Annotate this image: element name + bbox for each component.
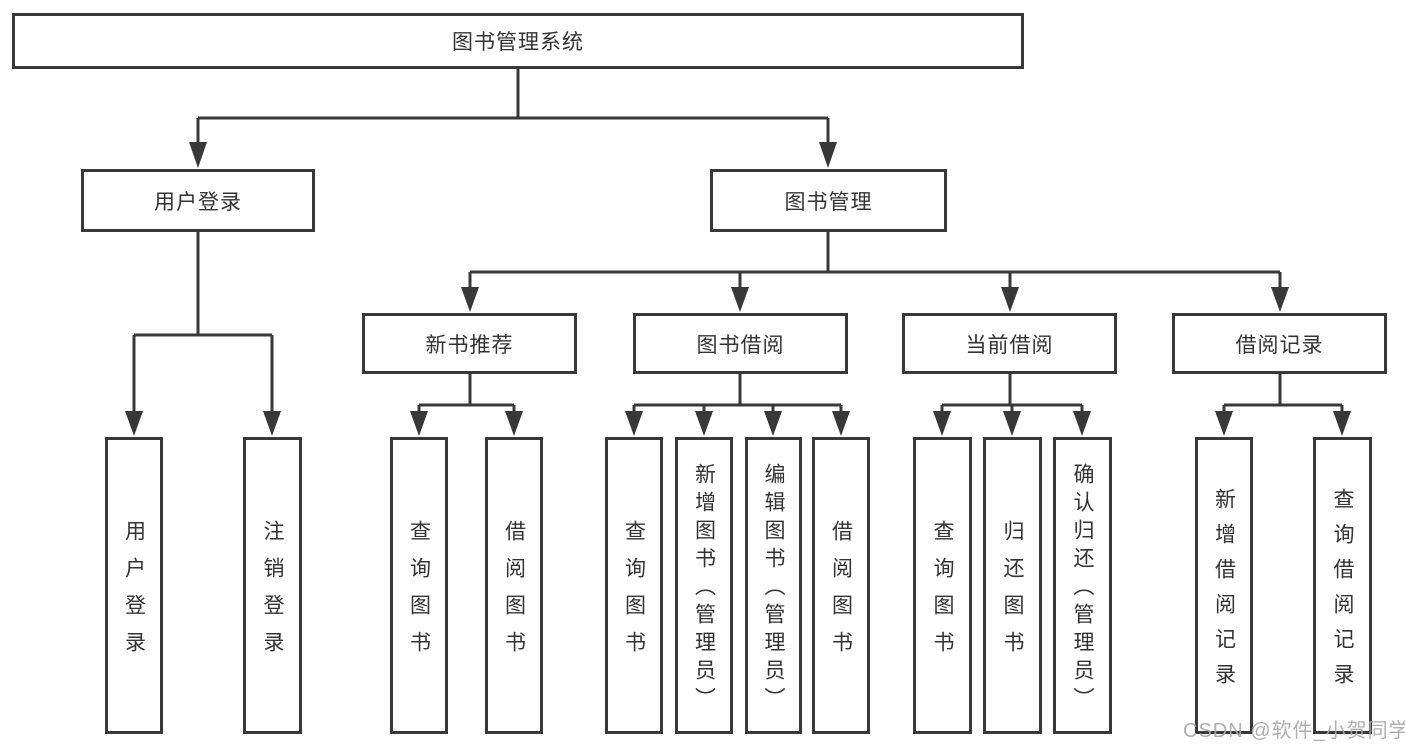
node-current-borrowing-label: 当前借阅: [965, 333, 1054, 357]
leaf-edit-books-admin: 编辑图书（管理员）: [745, 437, 802, 734]
leaf-borrow-books-borrowing: 借阅图书: [812, 437, 870, 734]
leaf-query-borrow-record-label: 查询借阅记录: [1331, 487, 1354, 698]
node-new-book-recommend-label: 新书推荐: [425, 333, 514, 357]
leaf-return-books-label: 归还图书: [1001, 519, 1024, 668]
node-book-borrowing: 图书借阅: [633, 313, 848, 374]
leaf-add-books-admin-label: 新增图书（管理员）: [692, 463, 716, 715]
leaf-query-books-current-label: 查询图书: [931, 519, 954, 668]
leaf-borrow-books-recommend-label: 借阅图书: [502, 519, 526, 668]
leaf-confirm-return-admin: 确认归还（管理员）: [1053, 437, 1112, 734]
arrowheads: [125, 142, 1351, 436]
node-book-management-label: 图书管理: [784, 190, 873, 214]
leaf-logout: 注销登录: [243, 437, 302, 734]
leaf-add-borrow-record-label: 新增借阅记录: [1212, 487, 1236, 698]
leaf-add-borrow-record: 新增借阅记录: [1195, 437, 1253, 734]
leaf-borrow-books-borrowing-label: 借阅图书: [829, 519, 853, 668]
connector-borrow-record: [1222, 374, 1344, 415]
leaf-user-login-label: 用户登录: [122, 519, 146, 668]
connector-new-book: [417, 374, 516, 415]
connector-root: [196, 69, 830, 146]
leaf-query-borrow-record: 查询借阅记录: [1313, 437, 1372, 734]
connector-current-borrow: [940, 374, 1084, 415]
csdn-watermark: CSDN @软件_小贺同学: [1183, 720, 1405, 742]
node-new-book-recommend: 新书推荐: [362, 313, 577, 374]
leaf-user-login: 用户登录: [105, 437, 163, 734]
leaf-add-books-admin: 新增图书（管理员）: [675, 437, 733, 734]
node-root-label: 图书管理系统: [452, 31, 584, 54]
leaf-confirm-return-admin-label: 确认归还（管理员）: [1071, 463, 1094, 715]
connector-book-borrow: [632, 374, 843, 415]
node-borrowing-records: 借阅记录: [1172, 313, 1387, 374]
node-book-borrowing-label: 图书借阅: [696, 333, 785, 357]
node-root-system: 图书管理系统: [12, 13, 1024, 69]
node-current-borrowing: 当前借阅: [902, 313, 1117, 374]
node-borrowing-records-label: 借阅记录: [1235, 333, 1324, 357]
leaf-logout-label: 注销登录: [261, 519, 284, 668]
node-user-login: 用户登录: [81, 169, 315, 232]
connector-book-management: [468, 232, 1282, 291]
node-user-login-label: 用户登录: [154, 190, 242, 214]
connector-user-login: [132, 232, 274, 415]
leaf-query-books-current: 查询图书: [913, 437, 972, 734]
leaf-borrow-books-recommend: 借阅图书: [485, 437, 543, 734]
leaf-edit-books-admin-label: 编辑图书（管理员）: [762, 463, 785, 715]
leaf-query-books-recommend-label: 查询图书: [407, 519, 431, 668]
node-book-management: 图书管理: [710, 169, 947, 232]
leaf-return-books: 归还图书: [983, 437, 1042, 734]
leaf-query-books-recommend: 查询图书: [390, 437, 448, 734]
leaf-query-books-borrowing-label: 查询图书: [622, 519, 646, 668]
leaf-query-books-borrowing: 查询图书: [605, 437, 663, 734]
